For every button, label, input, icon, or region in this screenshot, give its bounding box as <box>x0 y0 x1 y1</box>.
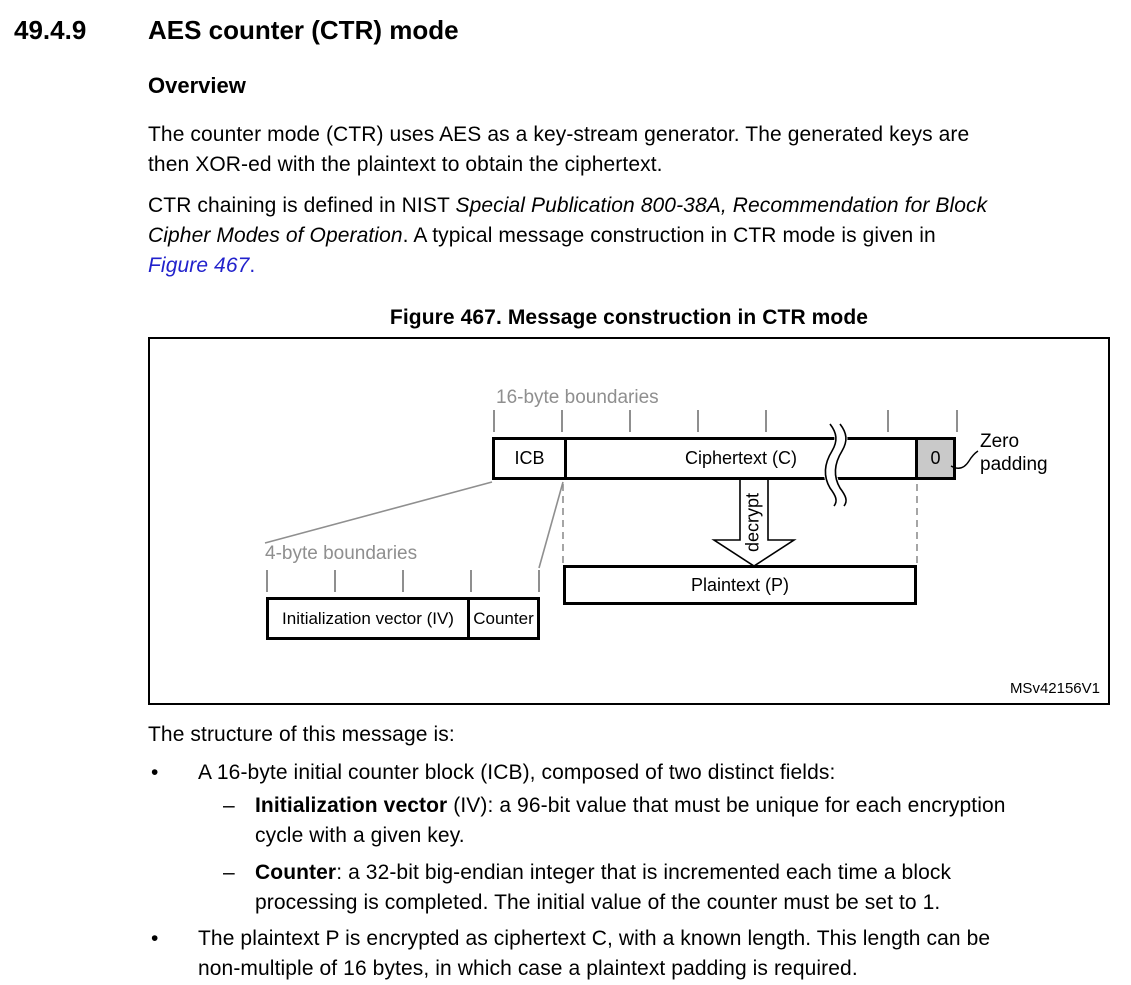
text-run: . A typical message construction in CTR … <box>402 224 936 247</box>
bullet-marker: • <box>151 761 159 784</box>
paragraph-ctr-chaining: CTR chaining is defined in NIST Special … <box>148 191 1108 281</box>
bullet-marker: • <box>151 927 159 950</box>
plaintext-bar: Plaintext (P) <box>563 565 917 605</box>
text-run-bold: Counter <box>255 861 337 884</box>
text-run: . <box>249 254 256 277</box>
dash-marker: – <box>223 794 235 817</box>
zero-padding-label: Zero padding <box>980 431 1048 475</box>
label-16-byte-boundaries: 16-byte boundaries <box>496 387 659 408</box>
text-line: The plaintext P is encrypted as cipherte… <box>198 927 991 950</box>
text-line: cycle with a given key. <box>255 824 465 847</box>
text-run-bold: Initialization vector <box>255 794 448 817</box>
figure-id-label: MSv42156V1 <box>1009 680 1100 697</box>
text-line: processing is completed. The initial val… <box>255 891 941 914</box>
sub-item-text: Counter: a 32-bit big-endian integer tha… <box>255 858 951 918</box>
icb-cell: ICB <box>514 448 545 468</box>
figure-467-link[interactable]: Figure 467 <box>148 254 250 277</box>
text-line: A 16-byte initial counter block (ICB), c… <box>198 761 836 784</box>
section-number: 49.4.9 <box>14 15 87 45</box>
text-run-italic: Special Publication 800-38A, Recommendat… <box>455 194 988 217</box>
zero-padding-cell: 0 <box>915 440 953 477</box>
bullet-text: The plaintext P is encrypted as cipherte… <box>198 924 990 984</box>
dashed-projection-lines <box>562 484 918 564</box>
bullet-text: A 16-byte initial counter block (ICB), c… <box>198 758 835 788</box>
message-bar: ICB Ciphertext (C) 0 <box>492 437 956 480</box>
paragraph-ctr-intro: The counter mode (CTR) uses AES as a key… <box>148 120 1108 180</box>
icb-detail-bar: Initialization vector (IV) Counter <box>266 597 540 640</box>
text-line: then XOR-ed with the plaintext to obtain… <box>148 153 663 176</box>
overview-heading: Overview <box>148 73 246 98</box>
text-line: CTR chaining is defined in NIST Special … <box>148 191 1108 221</box>
structure-intro: The structure of this message is: <box>148 720 1108 750</box>
decrypt-label: decrypt <box>742 492 763 553</box>
text-line: Initialization vector (IV): a 96-bit val… <box>255 791 1006 821</box>
dash-marker: – <box>223 861 235 884</box>
ticks-16-byte <box>493 410 958 432</box>
section-title: AES counter (CTR) mode <box>148 15 459 45</box>
text-line: The counter mode (CTR) uses AES as a key… <box>148 123 970 146</box>
iv-cell: Initialization vector (IV) <box>282 608 454 628</box>
text-run-italic: Cipher Modes of Operation <box>148 224 403 247</box>
text-line: Cipher Modes of Operation. A typical mes… <box>148 221 1108 251</box>
sub-item-text: Initialization vector (IV): a 96-bit val… <box>255 791 1006 851</box>
counter-cell: Counter <box>467 600 537 637</box>
text-line: Figure 467. <box>148 251 1108 281</box>
text-line: non-multiple of 16 bytes, in which case … <box>198 957 858 980</box>
text-line: The structure of this message is: <box>148 723 455 746</box>
ciphertext-cell: Ciphertext (C) <box>564 440 915 477</box>
text-run: (IV): a 96-bit value that must be unique… <box>447 794 1006 817</box>
ticks-4-byte <box>266 570 540 592</box>
label-4-byte-boundaries: 4-byte boundaries <box>265 543 418 564</box>
text-run: CTR chaining is defined in NIST <box>148 194 456 217</box>
figure-canvas: 16-byte boundaries 4-byte boundaries ICB… <box>148 337 1110 705</box>
plaintext-cell: Plaintext (P) <box>690 574 790 595</box>
text-line: Counter: a 32-bit big-endian integer tha… <box>255 858 951 888</box>
figure-caption: Figure 467. Message construction in CTR … <box>389 306 869 329</box>
text-run: : a 32-bit big-endian integer that is in… <box>336 861 952 884</box>
